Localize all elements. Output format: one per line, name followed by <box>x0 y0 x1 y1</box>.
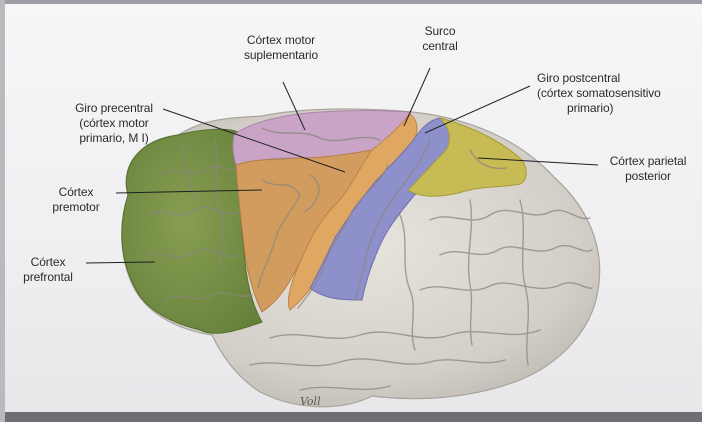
label-line: (córtex motor <box>58 116 170 131</box>
label-line: Córtex motor <box>221 33 341 48</box>
label-cortex-parietal-posterior: Córtex parietal posterior <box>602 154 694 184</box>
label-line: Giro precentral <box>58 101 170 116</box>
label-surco-central: Surco central <box>410 24 470 54</box>
label-line: suplementario <box>221 48 341 63</box>
artist-signature: Voll <box>300 395 321 408</box>
label-giro-precentral: Giro precentral (córtex motor primario, … <box>58 101 170 146</box>
label-line: prefrontal <box>10 270 86 285</box>
label-line: Córtex <box>38 185 114 200</box>
label-giro-postcentral: Giro postcentral (córtex somatosensitivo… <box>537 71 661 116</box>
label-line: primario, M I) <box>58 131 170 146</box>
label-line: premotor <box>38 200 114 215</box>
label-line: Surco <box>410 24 470 39</box>
label-cortex-premotor: Córtex premotor <box>38 185 114 215</box>
label-line: central <box>410 39 470 54</box>
label-line: (córtex somatosensitivo <box>537 86 661 101</box>
label-line: primario) <box>537 101 661 116</box>
label-cortex-prefrontal: Córtex prefrontal <box>10 255 86 285</box>
label-line: Córtex <box>10 255 86 270</box>
label-line: Giro postcentral <box>537 71 661 86</box>
leader-giro-postcentral <box>425 86 530 133</box>
label-line: posterior <box>602 169 694 184</box>
label-line: Córtex parietal <box>602 154 694 169</box>
label-cortex-motor-suplementario: Córtex motor suplementario <box>221 33 341 63</box>
